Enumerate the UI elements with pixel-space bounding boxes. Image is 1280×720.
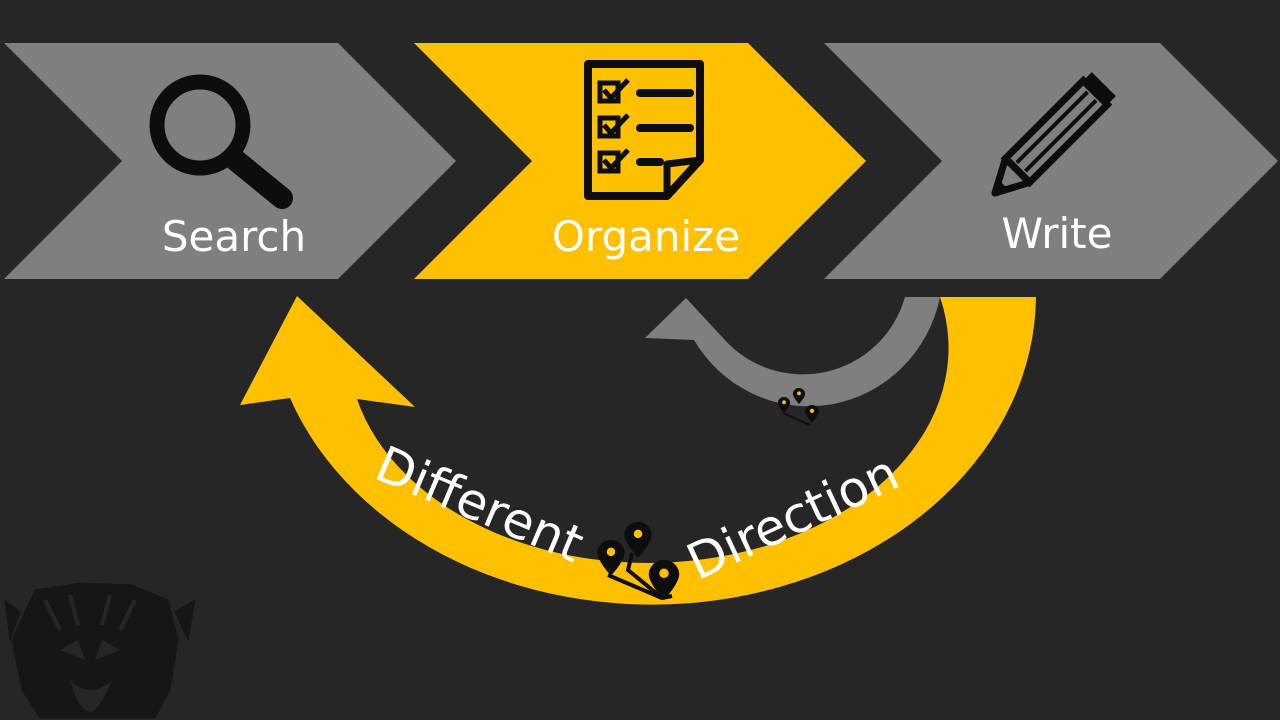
pencil-icon: [991, 72, 1116, 197]
step-label-organize: Organize: [552, 212, 740, 261]
large-loop-band: [240, 296, 1036, 605]
small-loop-band: [645, 297, 940, 407]
magnifier-icon: [149, 74, 293, 209]
small-loop-arrow: [645, 297, 940, 426]
step-label-write: Write: [1002, 209, 1113, 258]
step-label-search: Search: [162, 212, 306, 261]
step-write: Write: [824, 43, 1278, 279]
checklist-icon: [584, 60, 704, 200]
step-search: Search: [4, 43, 456, 279]
step-organize: Organize: [414, 43, 866, 279]
small-route-pins-icon: [777, 388, 819, 426]
tiger-head-logo: [4, 582, 196, 719]
route-pins-icon: [597, 522, 680, 601]
